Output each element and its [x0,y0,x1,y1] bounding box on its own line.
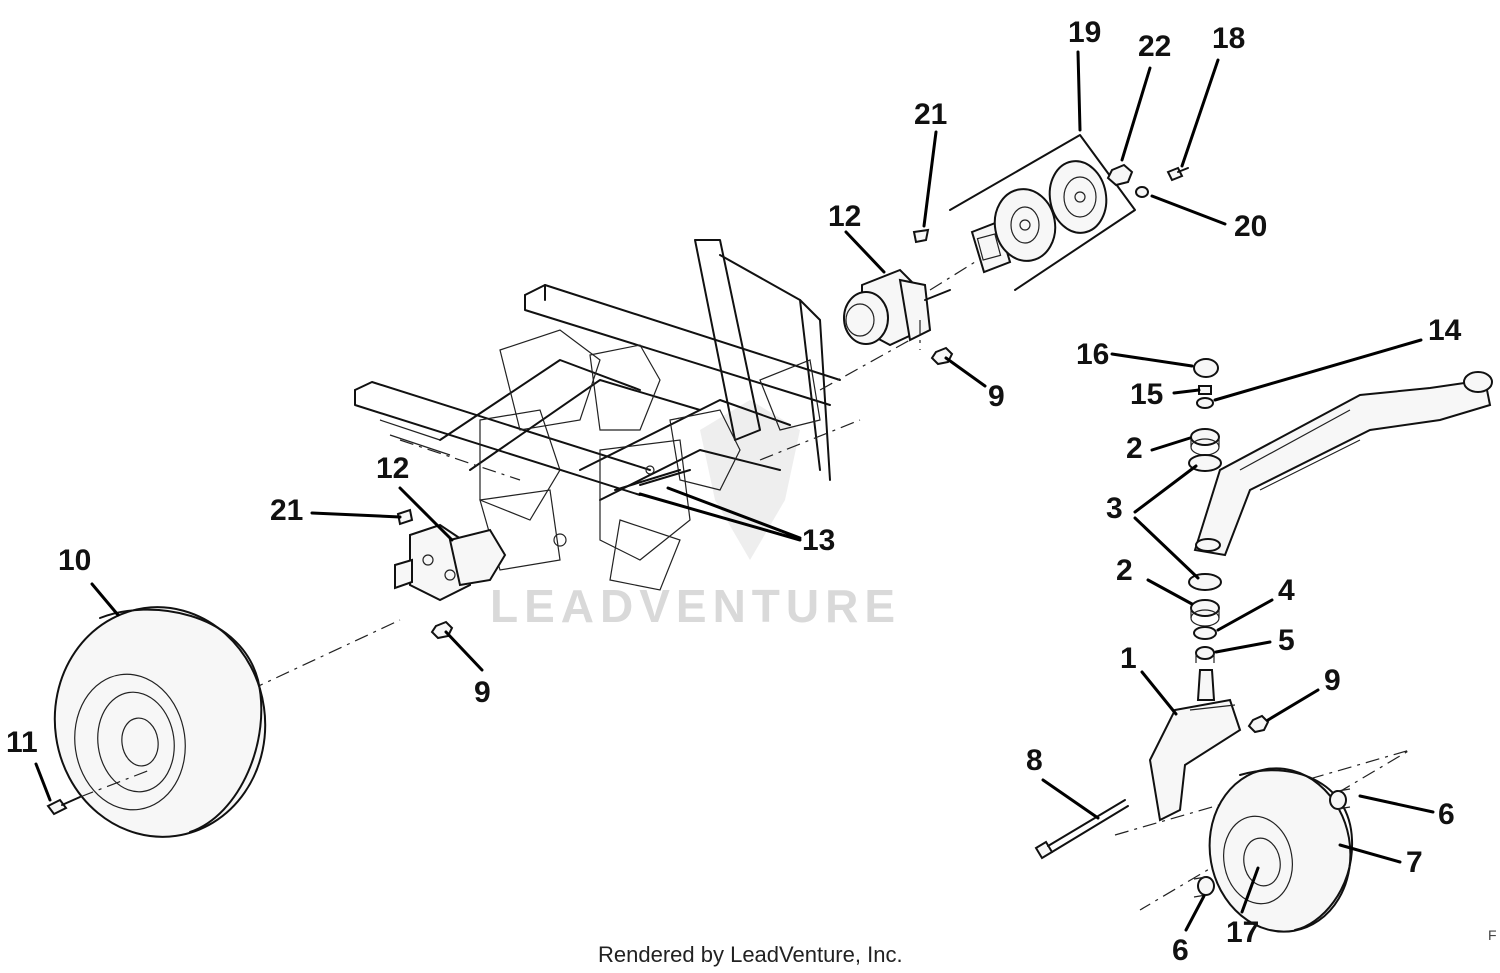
render-credit: Rendered by LeadVenture, Inc. [598,942,903,967]
callout-4: 4 [1278,574,1295,607]
caster-fork [1114,698,1411,911]
callout-labels: 19 22 18 20 21 12 9 16 14 15 2 3 2 4 5 1… [6,16,1462,967]
callout-17: 17 [1226,916,1259,949]
callout-18: 18 [1212,22,1245,55]
callout-21-right: 21 [914,98,947,131]
chassis-frame [354,239,861,591]
corner-mark: F [1488,927,1497,943]
watermark-logo-icon [700,400,800,560]
callout-12-left: 12 [376,452,409,485]
callout-16: 16 [1076,338,1109,371]
brake-clutch-assembly [949,134,1136,291]
callout-15: 15 [1130,378,1163,411]
watermark-text: LEADVENTURE [490,580,901,632]
bolt-18 [1166,166,1189,182]
callout-9-right-motor: 9 [988,380,1005,413]
washer-20 [1135,186,1149,198]
callout-19: 19 [1068,16,1101,49]
caster-nut-9 [1247,714,1270,734]
left-wheel-motor [394,523,507,602]
left-key [396,508,414,526]
callout-11: 11 [6,726,38,759]
callout-5: 5 [1278,624,1295,657]
axle-bolt-8 [1034,799,1129,860]
callout-13: 13 [802,524,835,557]
callout-6-upper: 6 [1438,798,1455,831]
caster-arm [1193,371,1493,557]
wheel-bolt-11 [46,796,81,816]
callout-8: 8 [1026,744,1043,777]
callout-20: 20 [1234,210,1267,243]
spacer-6-upper [1329,788,1351,810]
callout-2-upper: 2 [1126,432,1143,465]
callout-14: 14 [1428,314,1462,347]
callout-22: 22 [1138,30,1171,63]
callout-10: 10 [58,544,91,577]
callout-1: 1 [1120,642,1137,675]
callout-9-left-motor: 9 [474,676,491,709]
front-caster-wheel [1208,767,1354,933]
callout-21-left: 21 [270,494,303,527]
nut-22 [1106,163,1134,187]
callout-9-caster: 9 [1324,664,1341,697]
callout-6-lower: 6 [1172,934,1189,967]
callout-12-right: 12 [828,200,861,233]
rear-wheel-left [53,606,267,838]
spacer-6-lower [1193,876,1215,898]
right-wheel-motor [843,268,951,347]
callout-2-lower: 2 [1116,554,1133,587]
leader-lines [34,50,1435,932]
right-key [912,228,930,244]
callout-7: 7 [1406,846,1423,879]
callout-3: 3 [1106,492,1123,525]
